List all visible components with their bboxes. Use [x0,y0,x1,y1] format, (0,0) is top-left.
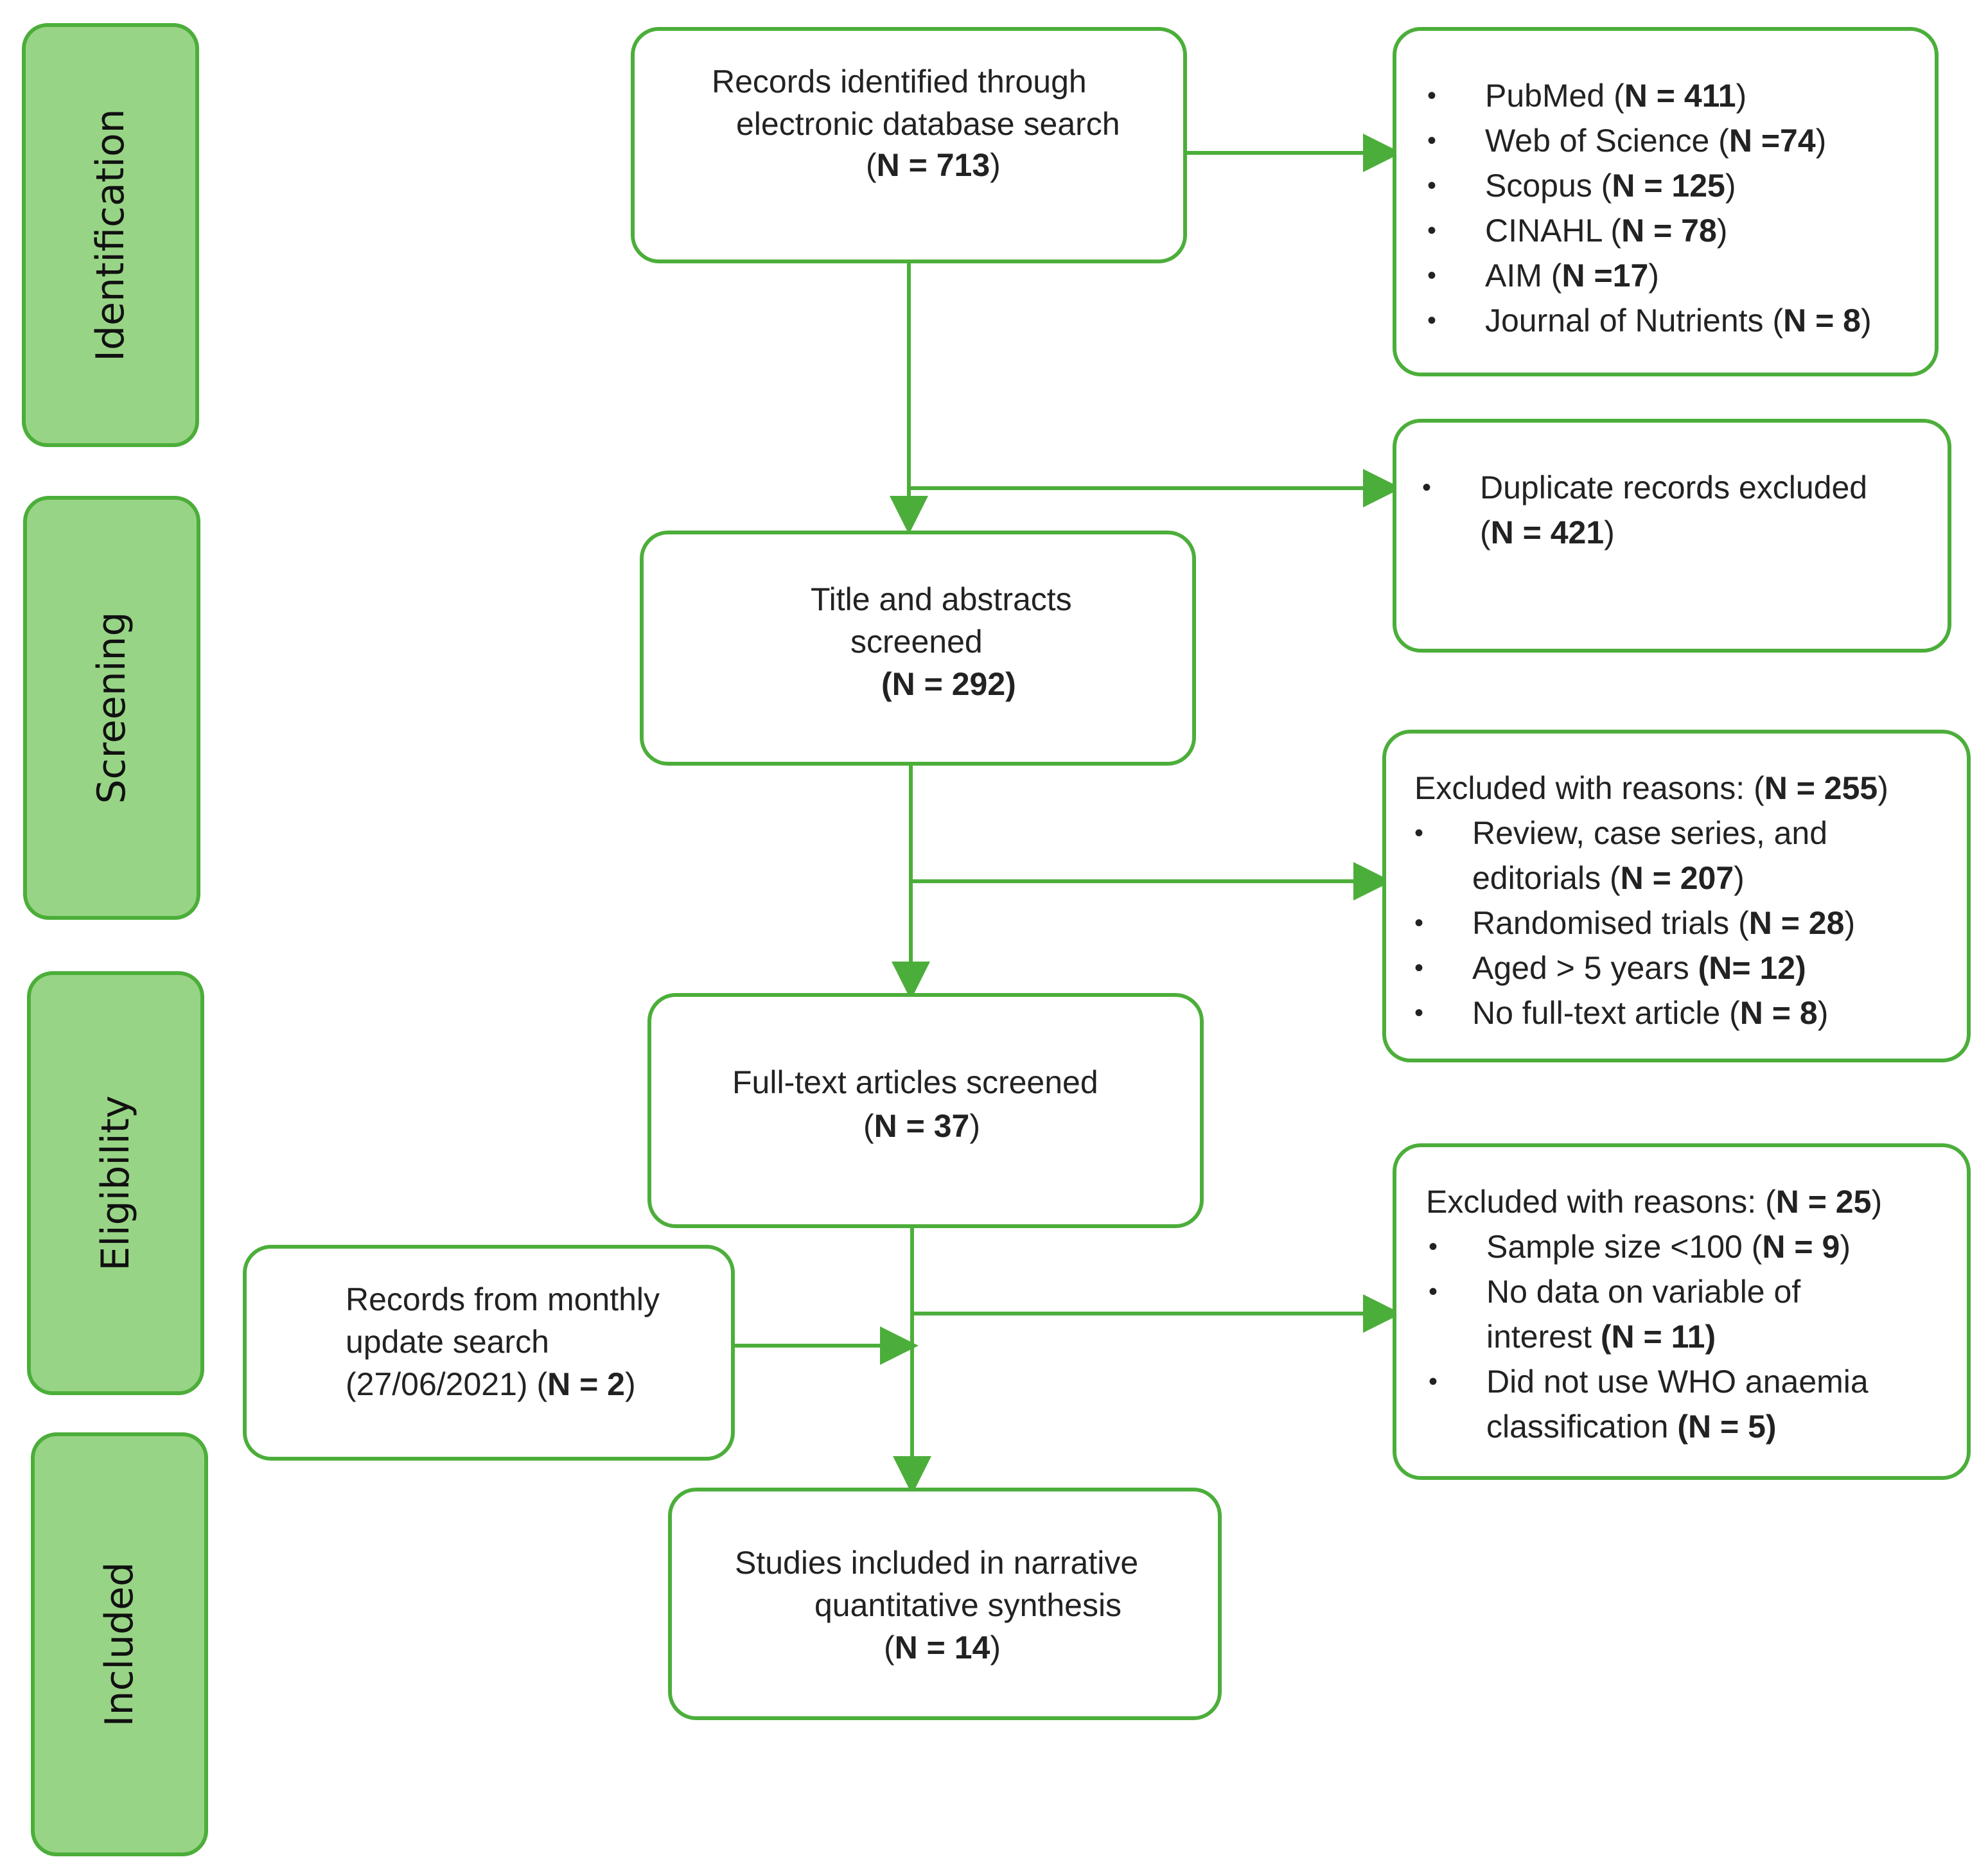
excluded2-list: Sample size <100 (N = 9) No data on vari… [1429,1224,1869,1449]
duplicates-list: Duplicate records excluded(N = 421) [1422,465,1867,555]
screened-count: (N = 292) [881,666,1016,702]
database-item: CINAHL (N = 78) [1427,208,1872,253]
database-item: Web of Science (N =74) [1427,118,1872,163]
fulltext-line1: Full-text articles screened [732,1064,1098,1100]
phase-identification: Identification [22,23,199,447]
screened-line2: screened [850,624,983,660]
database-list: PubMed (N = 411) Web of Science (N =74) … [1427,73,1872,343]
excluded2-heading: Excluded with reasons: (N = 25) [1426,1184,1883,1220]
database-item: PubMed (N = 411) [1427,73,1872,118]
database-item: Journal of Nutrients (N = 8) [1427,298,1872,343]
included-line1: Studies included in narrative [735,1545,1139,1581]
screened-box: Title and abstracts screened (N = 292) [640,531,1196,766]
monthly-line1: Records from monthly [346,1281,660,1317]
fulltext-count: (N = 37) [863,1108,981,1144]
databases-box: PubMed (N = 411) Web of Science (N =74) … [1393,27,1939,376]
exclusion-item: Randomised trials (N = 28) [1414,901,1855,945]
screened-line1: Title and abstracts [811,581,1072,617]
phase-screening: Screening [23,496,200,920]
duplicates-box: Duplicate records excluded(N = 421) [1393,419,1951,653]
exclusion-item: Aged > 5 years (N= 12) [1414,945,1855,990]
excluded1-heading: Excluded with reasons: (N = 255) [1414,770,1888,806]
included-count: (N = 14) [884,1630,1001,1666]
database-item: Scopus (N = 125) [1427,163,1872,208]
exclusion-item: No full-text article (N = 8) [1414,990,1855,1035]
duplicates-item: Duplicate records excluded(N = 421) [1422,465,1867,555]
phase-included: Included [31,1432,208,1856]
included-line2: quantitative synthesis [814,1587,1122,1623]
monthly-line2: update search [346,1324,549,1360]
identified-line1: Records identified through [712,64,1087,100]
fulltext-box: Full-text articles screened (N = 37) [647,993,1204,1228]
exclusion-item: Sample size <100 (N = 9) [1429,1224,1869,1269]
identified-box: Records identified through electronic da… [631,27,1187,263]
identified-line2: electronic database search [736,106,1120,142]
phase-eligibility: Eligibility [27,971,204,1395]
monthly-line3: (27/06/2021) (N = 2) [346,1366,636,1402]
database-item: AIM (N =17) [1427,253,1872,298]
excluded2-box: Excluded with reasons: (N = 25) Sample s… [1393,1143,1971,1480]
included-box: Studies included in narrative quantitati… [668,1488,1222,1720]
identified-n: N = 713 [876,147,990,183]
identified-count: (N = 713) [866,147,1001,183]
monthly-box: Records from monthly update search (27/0… [243,1245,735,1461]
excluded1-box: Excluded with reasons: (N = 255) Review,… [1382,730,1971,1062]
